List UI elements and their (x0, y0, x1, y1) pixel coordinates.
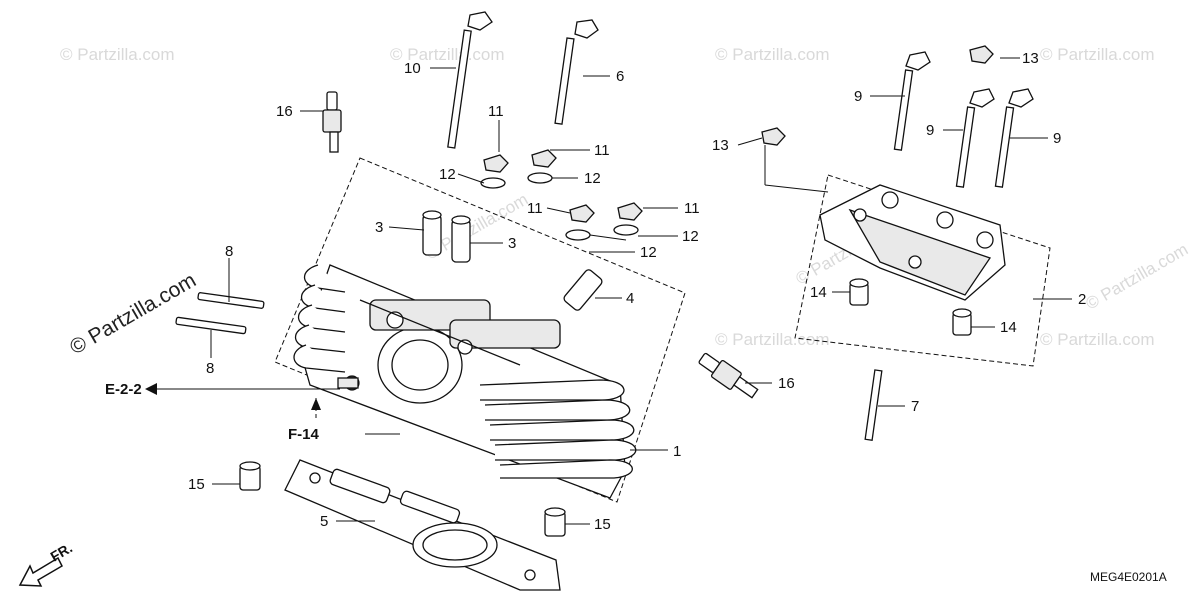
reference-f-14[interactable]: F-14 (288, 426, 320, 443)
watermark: © Partzilla.com (60, 45, 175, 64)
callout-8[interactable]: 8 (206, 360, 214, 377)
rocker-arm-holder (819, 184, 1006, 301)
spark-plug (322, 91, 759, 399)
flange-nut (761, 45, 994, 146)
callout-9[interactable]: 9 (854, 88, 862, 105)
watermark: © Partzilla.com (1040, 45, 1155, 64)
stud-bolt (175, 292, 265, 335)
dowel-pin (239, 461, 566, 537)
callout-12[interactable]: 12 (682, 228, 699, 245)
long-stud-bolt (864, 369, 883, 441)
callout-12[interactable]: 12 (439, 166, 456, 183)
callout-labels: 10 6 16 11 11 12 12 11 11 3 3 12 12 4 8 … (105, 50, 1167, 584)
watermark-main: © Partzilla.com (66, 269, 200, 360)
callout-10[interactable]: 10 (404, 60, 421, 77)
watermark: © Partzilla.com (715, 330, 830, 349)
callout-6[interactable]: 6 (616, 68, 624, 85)
washer (480, 172, 639, 241)
callout-2[interactable]: 2 (1078, 291, 1086, 308)
callout-11[interactable]: 11 (594, 142, 610, 159)
callout-15[interactable]: 15 (188, 476, 205, 493)
callout-15[interactable]: 15 (594, 516, 611, 533)
callout-1[interactable]: 1 (673, 443, 681, 460)
callout-11[interactable]: 11 (488, 103, 504, 120)
reference-arrow-icon (145, 383, 157, 395)
callout-14[interactable]: 14 (810, 284, 827, 301)
reference-e-2-2[interactable]: E-2-2 (105, 381, 142, 398)
callout-9[interactable]: 9 (926, 122, 934, 139)
holder-bolt (893, 51, 1034, 188)
front-arrow-icon (18, 556, 63, 587)
callout-13[interactable]: 13 (712, 137, 729, 154)
callout-7[interactable]: 7 (911, 398, 919, 415)
callout-3[interactable]: 3 (375, 219, 383, 236)
watermark: © Partzilla.com (715, 45, 830, 64)
cylinder-head (293, 264, 637, 499)
callout-14[interactable]: 14 (1000, 319, 1017, 336)
callout-11[interactable]: 11 (684, 200, 700, 217)
cylinder-head-assembly-outline (274, 157, 686, 503)
cylinder-head-gasket (284, 459, 561, 591)
callout-12[interactable]: 12 (584, 170, 601, 187)
reference-arrow-icon (311, 398, 321, 410)
holder-dowel-pin (849, 278, 972, 336)
callout-12[interactable]: 12 (640, 244, 657, 261)
watermark: © Partzilla.com (1040, 330, 1155, 349)
drawing-code: MEG4E0201A (1090, 570, 1167, 584)
front-arrow-label: FR. (48, 539, 76, 564)
cap-nut (483, 149, 643, 223)
callout-16[interactable]: 16 (276, 103, 293, 120)
callout-13[interactable]: 13 (1022, 50, 1039, 67)
callout-3[interactable]: 3 (508, 235, 516, 252)
callout-9[interactable]: 9 (1053, 130, 1061, 147)
callout-8[interactable]: 8 (225, 243, 233, 260)
front-direction-arrow: FR. (18, 539, 76, 587)
watermark: © Partzilla.com (390, 45, 505, 64)
leader-lines (155, 57, 1072, 525)
watermark: © Partzilla.com (1083, 240, 1192, 314)
callout-11[interactable]: 11 (527, 200, 543, 217)
valve-guide (422, 210, 603, 311)
callout-5[interactable]: 5 (320, 513, 328, 530)
callout-4[interactable]: 4 (626, 290, 634, 307)
callout-16[interactable]: 16 (778, 375, 795, 392)
flange-bolt (447, 11, 599, 149)
